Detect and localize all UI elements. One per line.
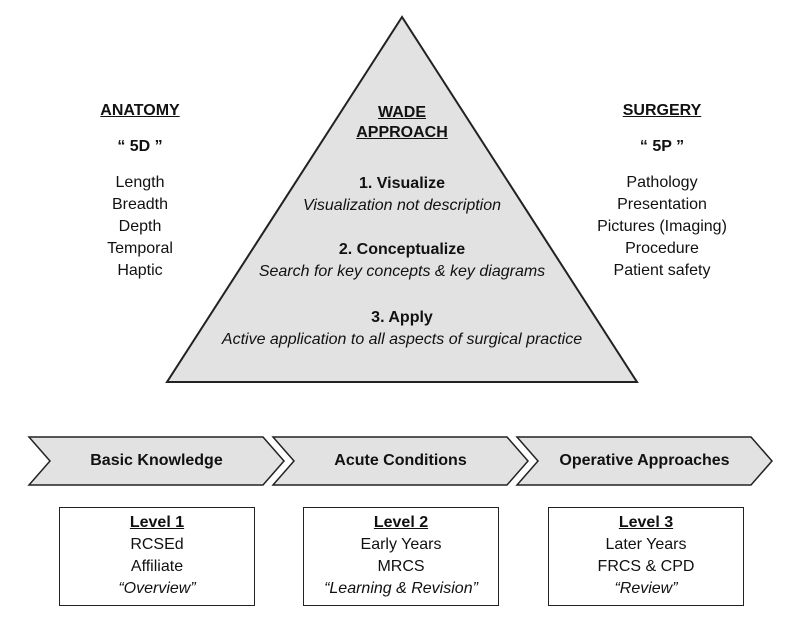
anatomy-column: ANATOMY “ 5D ” Length Breadth Depth Temp… (60, 100, 220, 282)
wade-pyramid (165, 15, 639, 383)
pyramid-title-line2: APPROACH (356, 124, 448, 141)
anatomy-item: Haptic (117, 262, 163, 279)
step-description: Visualization not description (302, 197, 502, 214)
level-line: FRCS & CPD (597, 558, 695, 575)
pyramid-title-line1: WADE (378, 104, 426, 121)
surgery-item: Procedure (625, 240, 699, 257)
step-description: Active application to all aspects of sur… (221, 331, 583, 348)
anatomy-item: Temporal (107, 240, 173, 257)
surgery-item: Patient safety (613, 262, 711, 279)
surgery-subtitle: “ 5P ” (639, 138, 685, 155)
level-box-3: Level 3 Later Years FRCS & CPD “Review” (548, 507, 744, 606)
surgery-item: Pictures (Imaging) (597, 218, 727, 235)
anatomy-heading: ANATOMY (100, 102, 180, 119)
stage-arrow-basic-knowledge (27, 436, 285, 486)
surgery-column: SURGERY “ 5P ” Pathology Presentation Pi… (577, 100, 747, 282)
level-line: MRCS (377, 558, 425, 575)
anatomy-item: Length (115, 174, 165, 191)
surgery-heading: SURGERY (622, 102, 702, 119)
surgery-item: Pathology (626, 174, 698, 191)
level-box-2: Level 2 Early Years MRCS “Learning & Rev… (303, 507, 499, 606)
stage-label-operative-approaches: Operative Approaches (559, 452, 730, 469)
level-title: Level 3 (618, 514, 674, 531)
anatomy-subtitle: “ 5D ” (117, 138, 163, 155)
pyramid-step-conceptualize: 2. Conceptualize Search for key concepts… (222, 239, 582, 283)
step-title: 2. Conceptualize (338, 241, 466, 258)
level-box-1: Level 1 RCSEd Affiliate “Overview” (59, 507, 255, 606)
stage-arrow-acute-conditions (271, 436, 529, 486)
stage-arrow-operative-approaches (515, 436, 773, 486)
level-line: Affiliate (130, 558, 184, 575)
level-quote: “Review” (614, 580, 678, 597)
step-title: 1. Visualize (359, 175, 445, 192)
step-description: Search for key concepts & key diagrams (258, 263, 546, 280)
surgery-item: Presentation (617, 196, 707, 213)
pyramid-title: WADE APPROACH (332, 103, 472, 143)
pyramid-step-visualize: 1. Visualize Visualization not descripti… (252, 173, 552, 217)
level-title: Level 1 (129, 514, 185, 531)
pyramid-step-apply: 3. Apply Active application to all aspec… (182, 307, 622, 351)
level-line: Later Years (605, 536, 687, 553)
level-quote: “Learning & Revision” (324, 580, 478, 597)
anatomy-item: Breadth (111, 196, 169, 213)
level-line: RCSEd (130, 536, 184, 553)
level-line: Early Years (360, 536, 442, 553)
level-title: Level 2 (373, 514, 429, 531)
anatomy-item: Depth (118, 218, 162, 235)
stage-label-basic-knowledge: Basic Knowledge (90, 452, 223, 469)
step-title: 3. Apply (371, 309, 433, 326)
level-quote: “Overview” (118, 580, 196, 597)
stage-label-acute-conditions: Acute Conditions (334, 452, 467, 469)
